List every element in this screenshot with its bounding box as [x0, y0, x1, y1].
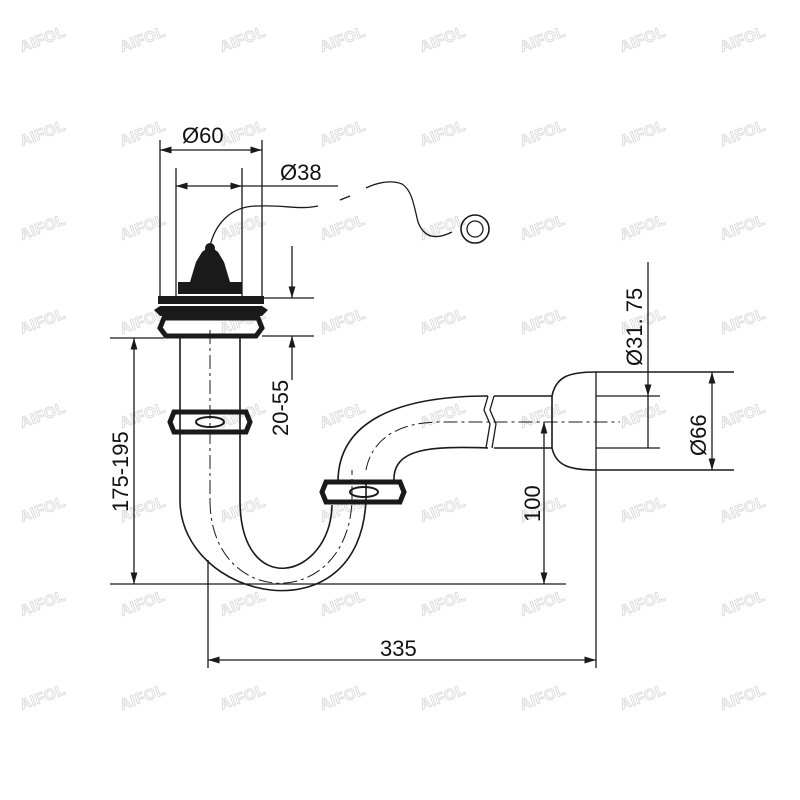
dim-total-height: 175-195: [108, 431, 133, 512]
watermark-text: AIFOL: [118, 24, 168, 56]
watermark-text: AIFOL: [718, 400, 768, 432]
watermark-text: AIFOL: [218, 588, 268, 620]
watermark-text: AIFOL: [218, 682, 268, 714]
watermark-text: AIFOL: [18, 118, 68, 150]
watermark-text: AIFOL: [518, 588, 568, 620]
watermark-text: AIFOL: [318, 400, 368, 432]
watermark-text: AIFOL: [618, 212, 668, 244]
watermark-text: AIFOL: [218, 118, 268, 150]
watermark-text: AIFOL: [318, 118, 368, 150]
dim-adjust-height: 20-55: [268, 380, 293, 436]
watermark-text: AIFOL: [718, 494, 768, 526]
watermark-text: AIFOL: [118, 400, 168, 432]
watermark-text: AIFOL: [318, 588, 368, 620]
watermark-text: AIFOL: [318, 24, 368, 56]
watermark-text: AIFOL: [718, 118, 768, 150]
watermark-text: AIFOL: [318, 306, 368, 338]
watermark-text: AIFOL: [18, 306, 68, 338]
watermark-text: AIFOL: [218, 24, 268, 56]
watermark-text: AIFOL: [418, 118, 468, 150]
dim-inner-diameter: Ø38: [280, 160, 322, 185]
dimension-lines: [110, 146, 716, 668]
watermark-text: AIFOL: [418, 494, 468, 526]
dim-escutcheon-diameter: Ø66: [686, 414, 711, 456]
watermark-text: AIFOL: [518, 118, 568, 150]
watermark-text: AIFOL: [18, 682, 68, 714]
watermark-layer: AIFOL AIFOL AIFOL AIFOL AIFOL AIFOL AIFOL AIFOL…: [17, 23, 768, 714]
watermark-text: AIFOL: [18, 24, 68, 56]
watermark-text: AIFOL: [718, 212, 768, 244]
watermark-text: AIFOL: [418, 306, 468, 338]
watermark-text: AIFOL: [218, 494, 268, 526]
dim-flange-diameter: Ø60: [182, 123, 224, 148]
drain-head: [154, 140, 490, 339]
watermark-text: AIFOL: [118, 682, 168, 714]
watermark-text: AIFOL: [518, 212, 568, 244]
watermark-text: AIFOL: [318, 212, 368, 244]
watermark-text: AIFOL: [618, 588, 668, 620]
watermark-text: AIFOL: [118, 588, 168, 620]
watermark-text: AIFOL: [218, 400, 268, 432]
watermark-text: AIFOL: [618, 682, 668, 714]
watermark-text: AIFOL: [518, 306, 568, 338]
watermark-text: AIFOL: [318, 682, 368, 714]
dim-trap-depth: 100: [520, 485, 545, 522]
watermark-text: AIFOL: [618, 400, 668, 432]
trap-pipe: [167, 330, 734, 668]
watermark-text: AIFOL: [618, 494, 668, 526]
dim-horizontal-length: 335: [380, 636, 417, 661]
watermark-text: AIFOL: [618, 118, 668, 150]
watermark-text: AIFOL: [718, 24, 768, 56]
watermark-text: AIFOL: [718, 588, 768, 620]
watermark-text: AIFOL: [518, 682, 568, 714]
watermark-text: AIFOL: [718, 306, 768, 338]
watermark-text: AIFOL: [418, 24, 468, 56]
watermark-text: AIFOL: [618, 24, 668, 56]
watermark-text: AIFOL: [18, 400, 68, 432]
watermark-text: AIFOL: [18, 212, 68, 244]
watermark-text: AIFOL: [18, 588, 68, 620]
watermark-text: AIFOL: [518, 24, 568, 56]
watermark-text: AIFOL: [218, 212, 268, 244]
watermark-text: AIFOL: [418, 682, 468, 714]
watermark-text: AIFOL: [718, 682, 768, 714]
watermark-text: AIFOL: [18, 494, 68, 526]
watermark-text: AIFOL: [518, 400, 568, 432]
watermark-text: AIFOL: [418, 588, 468, 620]
dim-outlet-diameter: Ø31. 75: [622, 288, 647, 366]
watermark-text: AIFOL: [418, 400, 468, 432]
